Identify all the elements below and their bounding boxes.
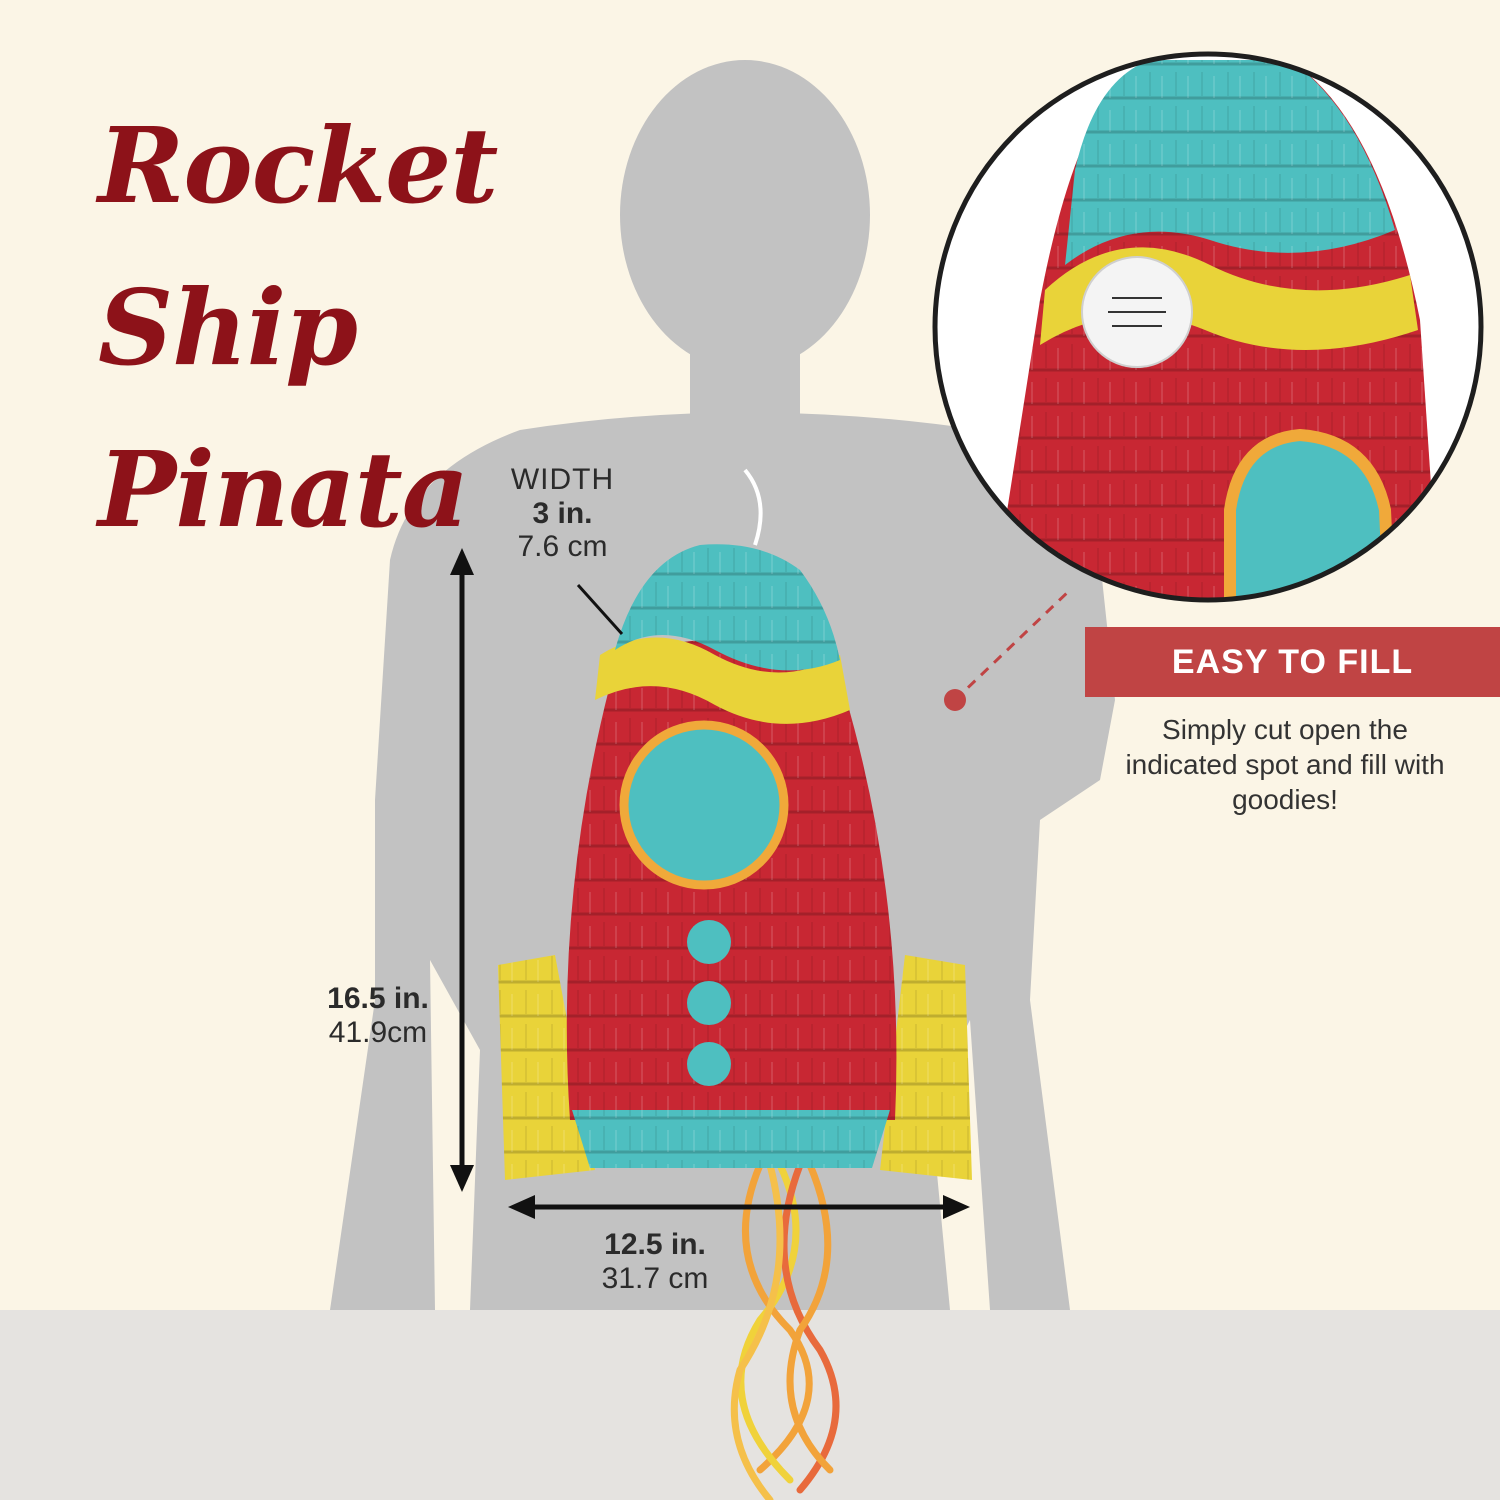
product-title: Rocket Ship Pinata: [98, 85, 518, 571]
detail-zoom-circle: [932, 51, 1484, 603]
rocket-pinata: [498, 468, 972, 1500]
width-dimension: WIDTH 3 in. 7.6 cm: [480, 463, 645, 564]
easy-to-fill-description: Simply cut open the indicated spot and f…: [1125, 714, 1445, 815]
length-dimension: 12.5 in. 31.7 cm: [565, 1228, 745, 1295]
height-arrow: [450, 548, 474, 1192]
easy-to-fill-banner: EASY TO FILL: [1085, 627, 1500, 697]
title-line-2: Ship: [98, 266, 358, 389]
length-imperial: 12.5 in.: [604, 1228, 706, 1261]
height-metric: 41.9cm: [328, 1015, 428, 1049]
width-imperial: 3 in.: [532, 496, 593, 530]
length-arrow: [508, 1195, 970, 1219]
title-line-3: Pinata: [98, 428, 469, 551]
callout-dot: [944, 689, 966, 711]
title-line-1: Rocket: [98, 104, 498, 227]
streamers: [730, 1161, 840, 1500]
width-label: WIDTH: [510, 463, 615, 496]
width-metric: 7.6 cm: [517, 530, 608, 564]
width-leader-line: [576, 583, 624, 636]
length-metric: 31.7 cm: [601, 1261, 709, 1295]
height-dimension: 16.5 in. 41.9cm: [298, 982, 458, 1049]
height-imperial: 16.5 in.: [327, 982, 429, 1015]
callout-pointer: [953, 588, 1072, 702]
